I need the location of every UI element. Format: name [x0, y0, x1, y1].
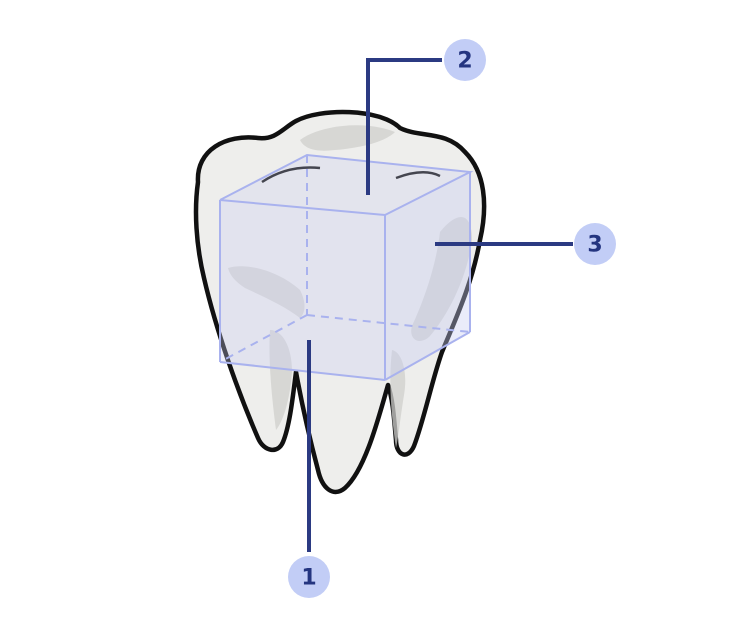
callouts: 1 2 3 [288, 39, 616, 598]
tooth-shadow-left [228, 266, 305, 318]
callout-3-badge [574, 223, 616, 265]
tooth-illustration [193, 109, 487, 495]
callout-2-badge [444, 39, 486, 81]
tooth-shadow-crown [300, 125, 395, 151]
callout-3-number: 3 [587, 233, 602, 258]
cube-edge-bottom-right [384, 331, 471, 381]
cube-overlay [219, 153, 474, 381]
callout-2-number: 2 [457, 49, 472, 74]
tooth-contour-crown-right [395, 171, 441, 180]
tooth-shadow-right [411, 217, 472, 341]
cube-edge-bottom-front [219, 361, 386, 381]
callout-1-badge [288, 556, 330, 598]
tooth-shadow-root-left [269, 330, 292, 430]
tooth-contour-crown [261, 166, 321, 184]
cube-right-face [385, 172, 470, 380]
cube-front-face [220, 200, 385, 380]
cube-top-face [220, 155, 470, 215]
callout-2-leader [366, 58, 442, 195]
cube-hidden-edge-left [219, 314, 308, 363]
callout-1-number: 1 [301, 566, 316, 591]
